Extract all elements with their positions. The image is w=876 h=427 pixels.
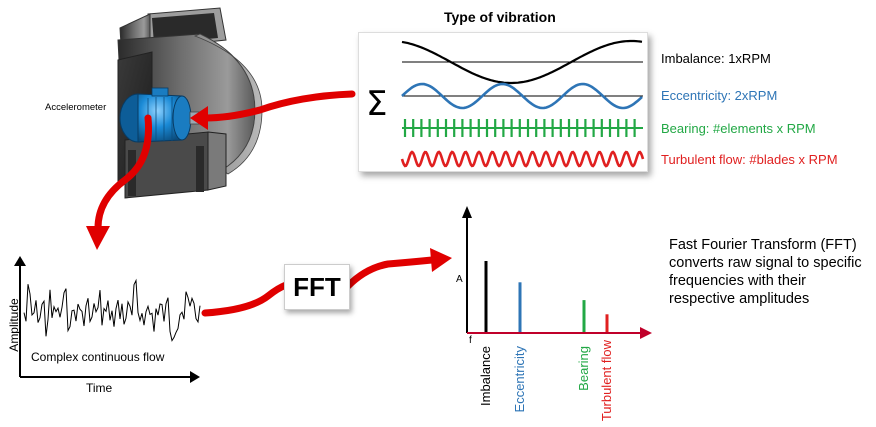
spectrum-frequency-letter: f xyxy=(469,335,472,346)
vibration-panel-title: Type of vibration xyxy=(444,9,556,25)
label-turbulent: Turbulent flow: #blades x RPM xyxy=(661,152,838,167)
amplitude-axis-label: Amplitude xyxy=(7,298,21,352)
time-axis-label: Time xyxy=(86,381,113,395)
peak-label-imbalance: Imbalance xyxy=(478,346,493,406)
fft-box: FFT xyxy=(284,264,350,310)
sum-symbol: Σ xyxy=(366,84,388,124)
label-imbalance: Imbalance: 1xRPM xyxy=(661,51,771,66)
accelerometer-label: Accelerometer xyxy=(45,102,107,113)
vibration-panel xyxy=(358,32,648,172)
peak-label-eccentricity: Eccentricity xyxy=(512,346,527,413)
peak-label-bearing: Bearing xyxy=(576,346,591,391)
spectrum-amplitude-letter: A xyxy=(456,274,463,285)
label-eccentricity: Eccentricity: 2xRPM xyxy=(661,88,778,103)
raw-signal-caption: Complex continuous flow xyxy=(29,350,167,364)
peak-label-turbulent: Turbulent flow xyxy=(599,340,614,422)
label-bearing: Bearing: #elements x RPM xyxy=(661,121,816,136)
fft-label: FFT xyxy=(293,271,341,302)
fft-description: Fast Fourier Transform (FFT) converts ra… xyxy=(669,237,862,307)
